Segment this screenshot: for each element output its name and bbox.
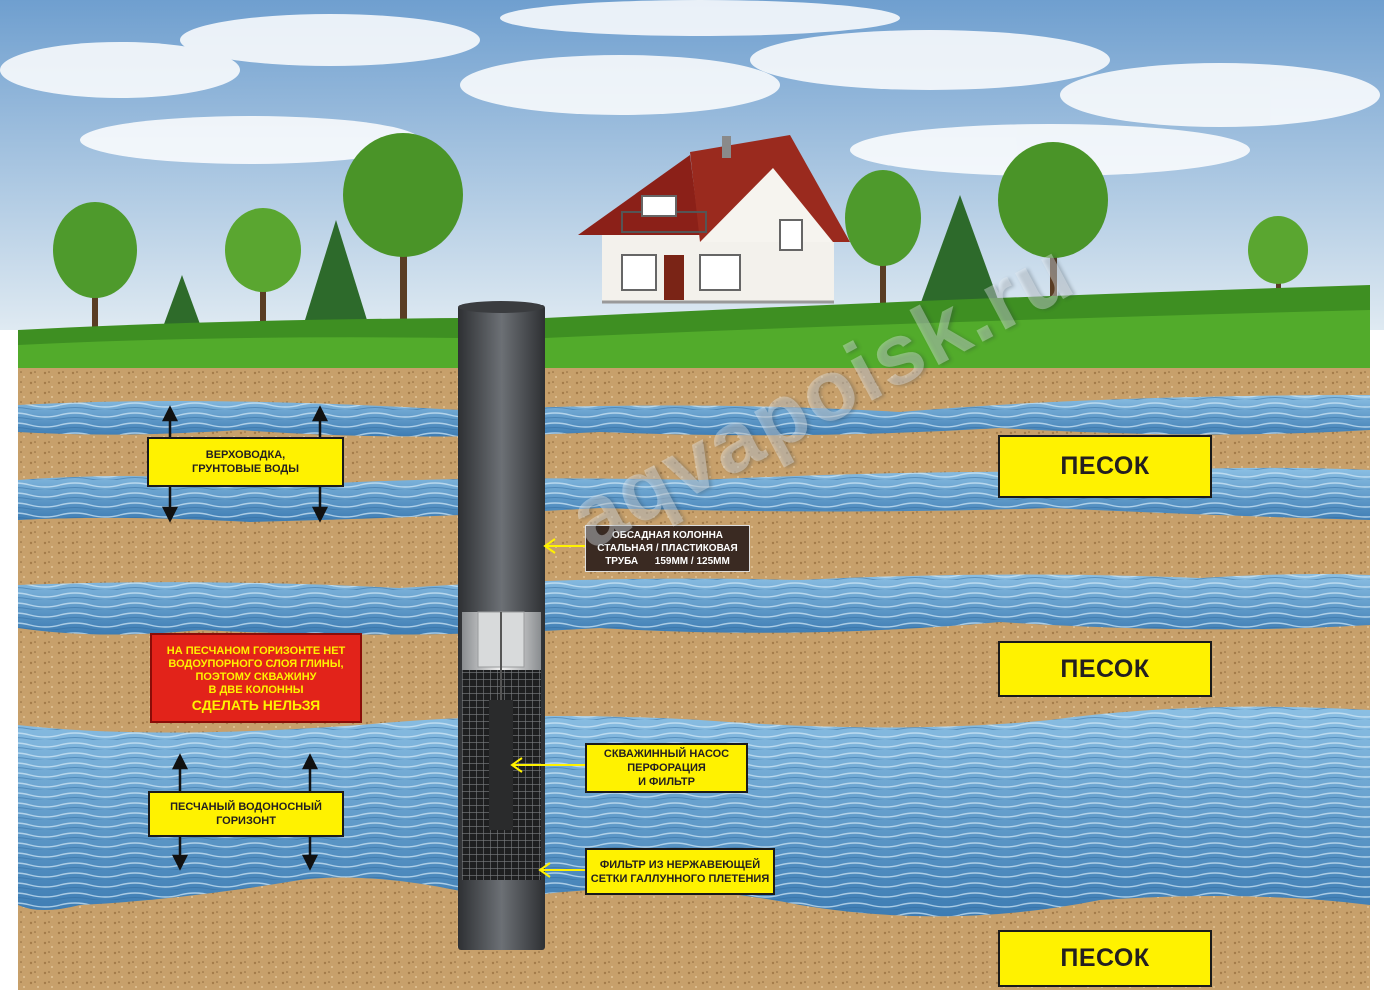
casing-label: ОБСАДНАЯ КОЛОННА СТАЛЬНАЯ / ПЛАСТИКОВАЯ … <box>585 525 750 572</box>
clouds <box>0 0 1380 176</box>
perched-water-label: ВЕРХОВОДКА, ГРУНТОВЫЕ ВОДЫ <box>147 437 344 487</box>
sand-label-3: ПЕСОК <box>998 930 1212 987</box>
pump-label: СКВАЖИННЫЙ НАСОС ПЕРФОРАЦИЯ И ФИЛЬТР <box>585 743 748 793</box>
pointer-arrows <box>510 538 585 878</box>
aquifer-label: ПЕСЧАНЫЙ ВОДОНОСНЫЙ ГОРИЗОНТ <box>148 791 344 837</box>
warning-emphasis: СДЕЛАТЬ НЕЛЬЗЯ <box>191 696 321 713</box>
casing-pipe <box>458 301 545 950</box>
warning-label: НА ПЕСЧАНОМ ГОРИЗОНТЕ НЕТ ВОДОУПОРНОГО С… <box>150 633 362 723</box>
trees <box>53 133 1308 340</box>
house <box>578 135 850 304</box>
mesh-filter-label: ФИЛЬТР ИЗ НЕРЖАВЕЮЩЕЙ СЕТКИ ГАЛЛУННОГО П… <box>585 848 775 895</box>
sand-label-1: ПЕСОК <box>998 435 1212 498</box>
sand-label-2: ПЕСОК <box>998 641 1212 697</box>
water-layers <box>18 395 1370 917</box>
